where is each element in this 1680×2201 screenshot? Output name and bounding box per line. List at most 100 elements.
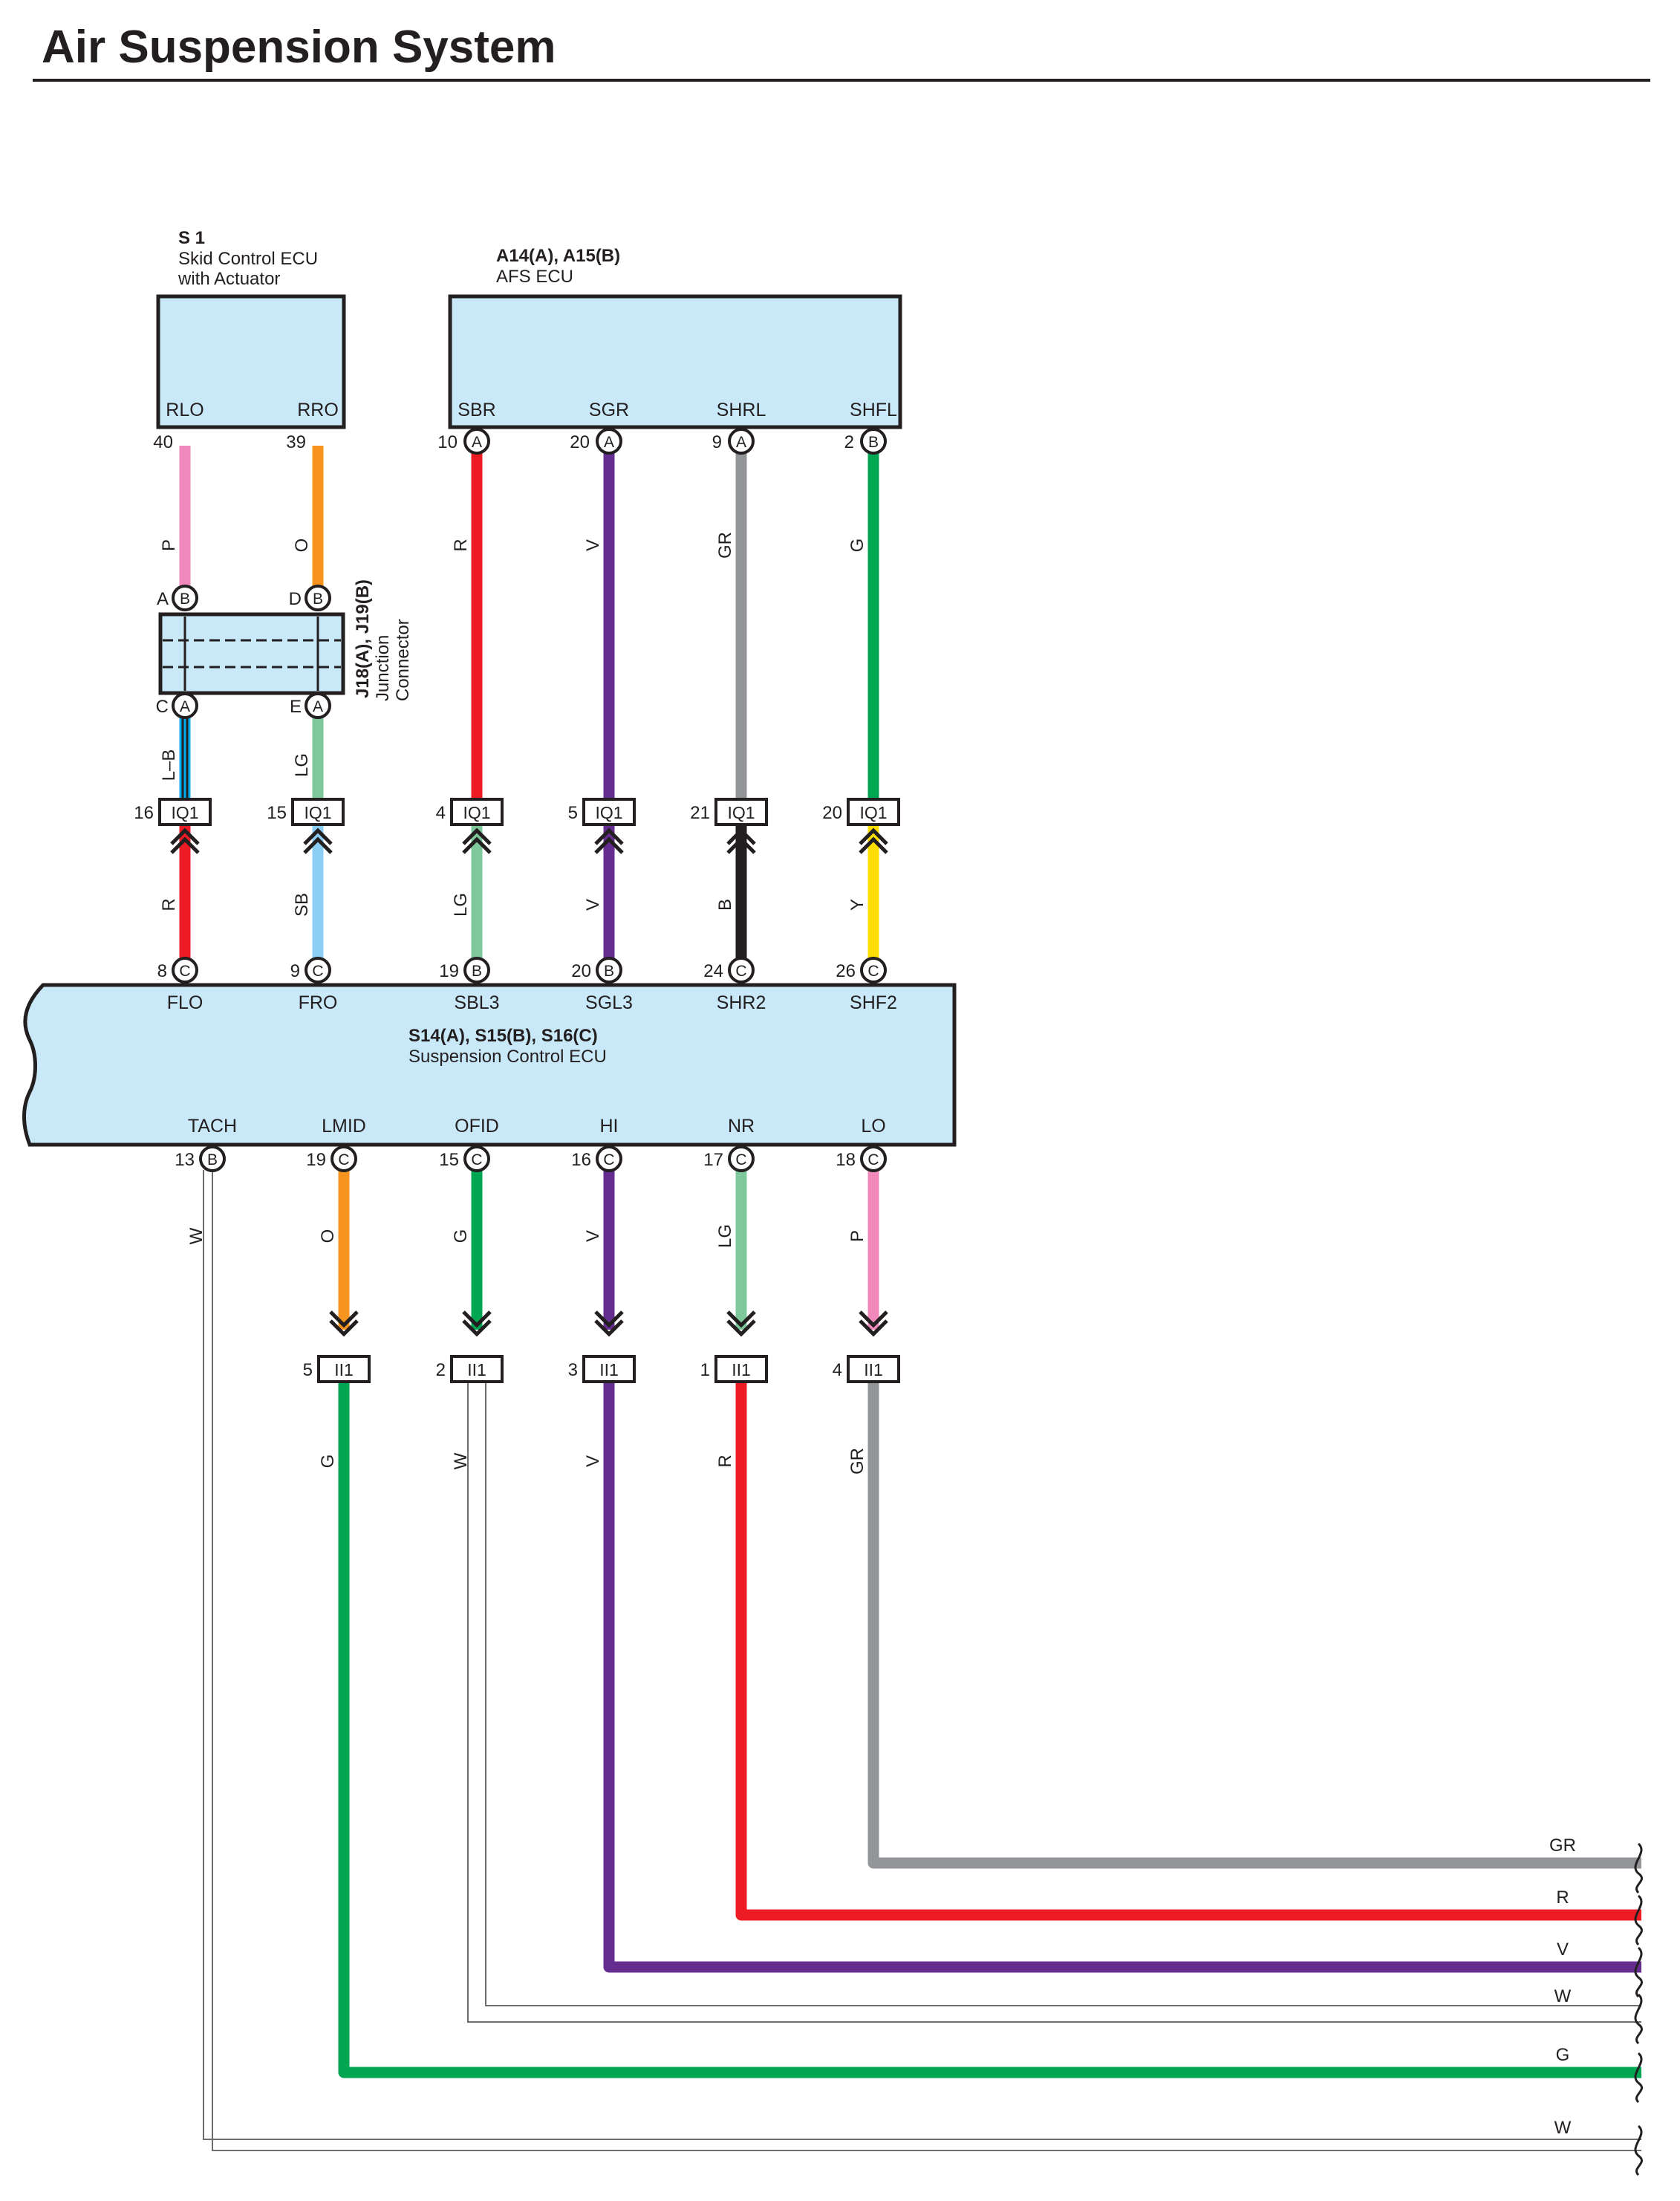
wire-label-right-5: W — [1554, 2118, 1572, 2138]
junction-out-pin-1: E — [290, 697, 302, 717]
iq1-chevron-4-stroke-1 — [726, 836, 756, 854]
ii1-connector-2 — [582, 1355, 636, 1383]
junction-id: J18(A), J19(B) — [353, 579, 373, 698]
ii1-chevron-1 — [462, 1310, 492, 1337]
junction-out-0 — [172, 692, 198, 719]
wire-gr-out — [867, 1382, 1641, 1869]
iq1-label-4: IQ1 — [727, 803, 755, 822]
ecu-top-terminal-3 — [596, 957, 622, 984]
wire-label-bottom-1: O — [318, 1229, 338, 1243]
iq1-connector-5 — [847, 798, 900, 826]
pin-shrl: SHRL — [717, 400, 766, 420]
ecu-pin-sgl3: SGL3 — [585, 992, 633, 1013]
wire-label-lower-3: V — [583, 899, 603, 911]
ecu-pin-lo: LO — [861, 1116, 885, 1137]
ecu-pin-lmid: LMID — [322, 1116, 366, 1137]
wire-label-top-5: G — [847, 539, 867, 553]
ii1-num-3: 1 — [700, 1360, 710, 1380]
ecu-pin-shf2: SHF2 — [850, 992, 897, 1013]
wire-label-bottom-5: P — [847, 1230, 867, 1242]
page-title: Air Suspension System — [42, 22, 556, 73]
terminal-top-2-letter: A — [472, 434, 482, 451]
s1-name-line2: with Actuator — [178, 269, 280, 289]
wire-w-tach-b — [203, 1170, 1641, 2140]
junction-out-1-letter: A — [313, 698, 323, 715]
ecu-pin-tach: TACH — [188, 1116, 237, 1137]
iq1-chevron-3-stroke-0 — [594, 828, 624, 845]
break-mark-4 — [1634, 2052, 1643, 2104]
ii1-label-2: II1 — [599, 1360, 619, 1379]
terminal-top-num-4: 9 — [712, 432, 722, 452]
junction-out-0-letter: A — [180, 698, 190, 715]
iq1-chevron-4 — [726, 828, 756, 854]
iq1-chevron-2-stroke-1 — [462, 836, 492, 854]
iq1-num-3: 5 — [568, 803, 578, 823]
ii1-chevron-2-stroke-0 — [594, 1319, 624, 1337]
ecu-bottom-terminal-5 — [860, 1145, 887, 1172]
ecu-top-terminal-4-letter: C — [735, 963, 746, 980]
wire-label-bottom-2: G — [451, 1229, 471, 1243]
ecu-bottom-num-4: 17 — [703, 1150, 723, 1170]
ecu-bottom-terminal-0-letter: B — [207, 1151, 218, 1168]
wire-label-ii1-2: V — [583, 1455, 603, 1467]
pin-sgr: SGR — [589, 400, 629, 420]
ecu-top-terminal-2-letter: B — [472, 963, 482, 980]
wire-label-lower-1: SB — [292, 893, 312, 917]
wire-label-ii1-1: W — [451, 1452, 471, 1469]
iq1-chevron-0-stroke-0 — [170, 828, 200, 845]
junction-connector: J18(A), J19(B) Junction Connector — [158, 579, 413, 701]
ii1-label-4: II1 — [864, 1360, 883, 1379]
ii1-chevron-2-stroke-1 — [594, 1310, 624, 1328]
wire-label-top-2: R — [451, 539, 471, 551]
ecu-top-num-1: 9 — [290, 961, 300, 981]
iq1-connector-1 — [291, 798, 345, 826]
ecu-top-terminal-4 — [728, 957, 755, 984]
iq1-chevron-0 — [170, 828, 200, 854]
terminal-top-4-letter: A — [736, 434, 746, 451]
terminal-top-num-5: 2 — [844, 432, 854, 452]
wire-label-mid-0: L–B — [159, 750, 179, 781]
iq1-chevron-3 — [594, 828, 624, 854]
iq1-connector-2 — [450, 798, 504, 826]
ecu-bottom-terminal-1 — [331, 1145, 357, 1172]
ii1-chevron-4 — [859, 1310, 888, 1337]
wire-label-lower-5: Y — [847, 899, 867, 911]
iq1-chevron-2 — [462, 828, 492, 854]
suspension-name: Suspension Control ECU — [408, 1047, 607, 1067]
iq1-num-0: 16 — [134, 803, 154, 823]
s1-name-line1: Skid Control ECU — [178, 249, 318, 269]
wire-label-right-3: W — [1554, 1986, 1572, 2006]
ii1-chevron-1-stroke-0 — [462, 1319, 492, 1337]
wire-label-top-1: O — [292, 539, 312, 553]
ecu-pin-fro: FRO — [299, 992, 338, 1013]
ecu-top-terminal-2 — [463, 957, 490, 984]
terminal-top-num-0: 40 — [153, 432, 173, 452]
ecu-bottom-terminal-4 — [728, 1145, 755, 1172]
terminal-top-5-letter: B — [868, 434, 879, 451]
iq1-chevron-0-stroke-1 — [170, 836, 200, 854]
wire-label-lower-4: B — [715, 899, 735, 911]
terminal-top-num-2: 10 — [437, 432, 458, 452]
iq1-chevron-1-stroke-1 — [303, 836, 333, 854]
iq1-num-4: 21 — [690, 803, 710, 823]
iq1-label-5: IQ1 — [859, 803, 887, 822]
iq1-label-3: IQ1 — [595, 803, 622, 822]
ecu-bottom-terminal-4-letter: C — [735, 1151, 746, 1168]
ii1-connector-3 — [714, 1355, 768, 1383]
ecu-bottom-num-0: 13 — [175, 1150, 195, 1170]
ii1-chevron-3-stroke-1 — [726, 1310, 756, 1328]
ecu-top-num-5: 26 — [836, 961, 856, 981]
terminal-top-num-3: 20 — [570, 432, 590, 452]
ecu-pin-ofid: OFID — [455, 1116, 499, 1137]
ii1-label-1: II1 — [467, 1360, 486, 1379]
ecu-bottom-num-5: 18 — [836, 1150, 856, 1170]
pin-rro: RRO — [297, 400, 339, 420]
ecu-pin-shr2: SHR2 — [717, 992, 766, 1013]
ecu-top-terminal-1-letter: C — [312, 963, 323, 980]
junction-out-pin-0: C — [156, 697, 169, 717]
wire-label-right-2: V — [1557, 1940, 1569, 1960]
iq1-label-0: IQ1 — [171, 803, 198, 822]
iq1-label-2: IQ1 — [463, 803, 490, 822]
ii1-chevron-3-stroke-0 — [726, 1319, 756, 1337]
